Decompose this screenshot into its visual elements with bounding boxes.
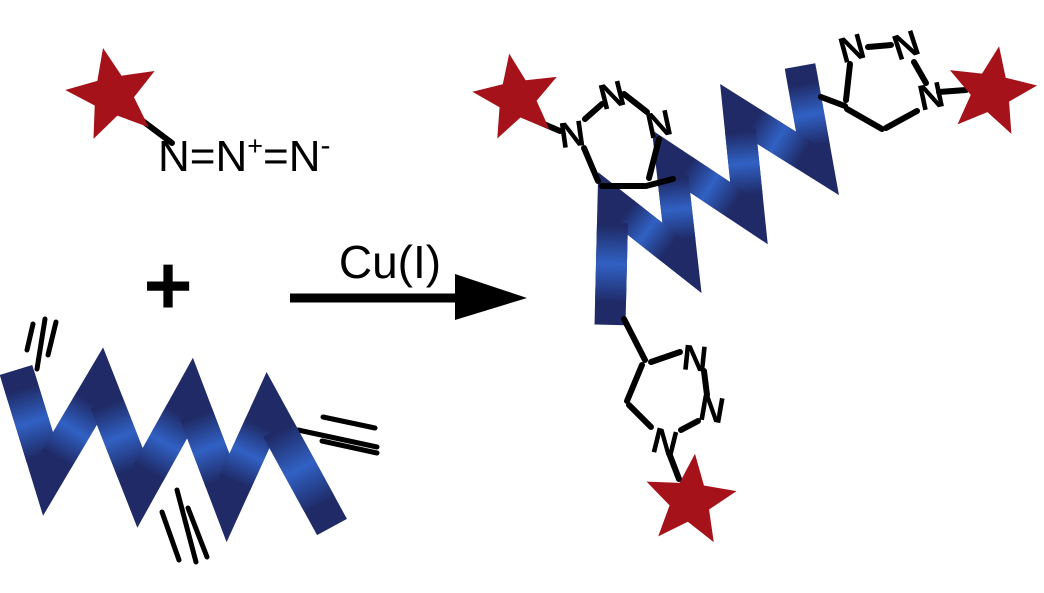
ring-helix-bond [818,94,848,109]
ring-bond [621,91,650,115]
alkyne-line [174,487,199,565]
alkyne-group-right [295,414,380,456]
alkyne-line [320,414,378,431]
alkyne-line [185,505,210,560]
ring-bond [883,108,920,131]
ring-helix-bond [643,176,676,189]
azide-minus-charge: - [321,129,331,162]
ring-bond [624,362,645,404]
azide-formula: N=N+=N- [158,129,331,181]
reaction-arrow: Cu(I) [290,236,527,320]
alkyne-line [159,509,182,563]
ring-bond [646,136,662,181]
nitrogen-label: N [556,112,587,156]
ring-bond [581,145,601,184]
alkyne-line [319,438,380,456]
ring-bond [844,106,885,132]
azide-plus-charge: + [247,131,263,161]
plus-sign: + [143,238,192,332]
star-ring-bond [936,87,969,95]
ring-bond [626,402,654,430]
arrow-head-icon [455,274,527,320]
azide-n3: N [289,132,321,181]
reactant-azide: N=N+=N- [58,38,331,181]
alkyne-line [295,427,380,450]
alkyne-group-bottom [159,487,210,565]
ring-bond [582,101,605,122]
ring-bond [911,59,929,86]
azide-n2: N [215,132,247,181]
alkyne-group-top [24,316,59,372]
catalyst-label: Cu(I) [339,236,441,288]
nitrogen-label: N [680,336,710,379]
ring-bond [865,42,894,50]
azide-double-bond: = [190,132,216,181]
ring-bond [843,61,853,103]
alkyne-line [45,319,59,358]
ring-bond [701,368,710,398]
ring-bond [678,418,701,433]
azide-n1: N [158,132,190,181]
alkyne-line [24,321,36,353]
ring-bond [648,349,683,365]
reactant-alkyne-helix [16,316,380,565]
azide-double-bond: = [263,132,289,181]
alkyne-line [34,316,48,372]
star-ring-bond [666,450,682,482]
ring-helix-bond [621,316,648,363]
